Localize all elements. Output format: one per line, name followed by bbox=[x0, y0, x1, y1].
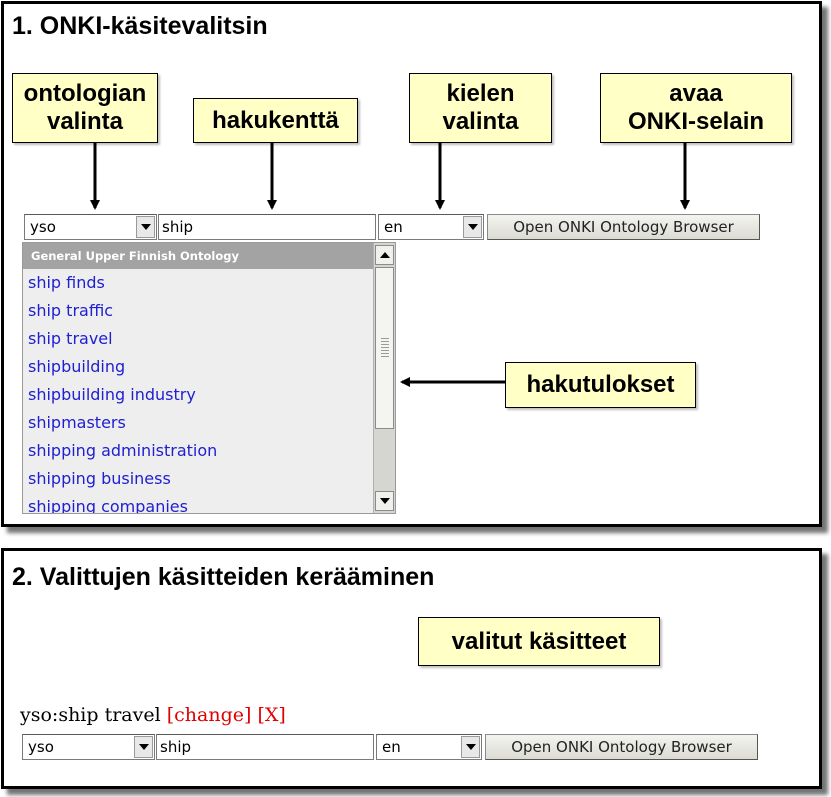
callout-ontology-line1: ontologian bbox=[23, 80, 147, 107]
results-list: ship finds ship traffic ship travel ship… bbox=[23, 269, 373, 514]
language-select-value: en bbox=[384, 218, 403, 236]
result-item[interactable]: ship traffic bbox=[28, 301, 114, 320]
callout-browser-line2: ONKI-selain bbox=[627, 108, 765, 135]
callout-ontology-line2: valinta bbox=[46, 108, 123, 135]
result-item[interactable]: shipbuilding industry bbox=[28, 385, 196, 404]
chevron-down-icon[interactable] bbox=[463, 216, 482, 238]
open-ontology-browser-button[interactable]: Open ONKI Ontology Browser bbox=[487, 214, 760, 240]
ontology-select-value: yso bbox=[30, 218, 56, 236]
grip-icon bbox=[381, 338, 389, 358]
language-select-2[interactable]: en bbox=[376, 734, 482, 760]
callout-selected-concepts-label: valitut käsitteet bbox=[451, 627, 627, 655]
result-item[interactable]: shipping business bbox=[28, 469, 171, 488]
search-results-dropdown: General Upper Finnish Ontology ship find… bbox=[22, 242, 396, 514]
scroll-up-arrow-icon[interactable] bbox=[375, 245, 394, 265]
remove-link[interactable]: [X] bbox=[257, 704, 286, 726]
callout-language-selection: kielen valinta bbox=[409, 73, 552, 143]
ontology-select[interactable]: yso bbox=[24, 214, 157, 240]
search-input[interactable] bbox=[158, 214, 376, 240]
section2-title: 2. Valittujen käsitteiden kerääminen bbox=[12, 563, 435, 591]
section1-title: 1. ONKI-käsitevalitsin bbox=[12, 12, 268, 40]
callout-search-field: hakukenttä bbox=[193, 98, 358, 143]
callout-ontology-selection: ontologian valinta bbox=[12, 73, 158, 143]
callout-selected-concepts: valitut käsitteet bbox=[418, 617, 660, 666]
chevron-down-icon[interactable] bbox=[136, 216, 155, 238]
chevron-down-icon[interactable] bbox=[134, 736, 153, 758]
selected-concept-label: yso:ship travel bbox=[20, 704, 161, 726]
results-group-header: General Upper Finnish Ontology bbox=[23, 243, 373, 269]
callout-browser-line1: avaa bbox=[669, 80, 723, 107]
results-scrollbar[interactable] bbox=[373, 243, 395, 513]
chevron-down-icon[interactable] bbox=[461, 736, 480, 758]
result-item[interactable]: shipmasters bbox=[28, 413, 126, 432]
language-select[interactable]: en bbox=[378, 214, 484, 240]
callout-language-line1: kielen bbox=[446, 80, 515, 107]
ontology-select-2[interactable]: yso bbox=[22, 734, 155, 760]
selected-concept-row: yso:ship travel [change] [X] bbox=[20, 704, 286, 726]
result-item[interactable]: shipbuilding bbox=[28, 357, 126, 376]
change-link[interactable]: [change] bbox=[166, 704, 252, 726]
result-item[interactable]: ship travel bbox=[28, 329, 113, 348]
ontology-select-2-value: yso bbox=[28, 738, 54, 756]
open-ontology-browser-button-2[interactable]: Open ONKI Ontology Browser bbox=[485, 734, 758, 760]
scroll-down-arrow-icon[interactable] bbox=[375, 491, 394, 511]
callout-open-browser: avaa ONKI-selain bbox=[600, 73, 792, 143]
language-select-2-value: en bbox=[382, 738, 401, 756]
callout-search-results-label: hakutulokset bbox=[526, 371, 675, 398]
callout-search-results: hakutulokset bbox=[505, 362, 696, 408]
callout-language-line2: valinta bbox=[442, 108, 519, 135]
scrollbar-thumb[interactable] bbox=[375, 267, 394, 429]
callout-search-field-label: hakukenttä bbox=[212, 106, 339, 134]
search-input-2[interactable] bbox=[156, 734, 374, 760]
result-item[interactable]: shipping companies bbox=[28, 497, 188, 514]
result-item[interactable]: ship finds bbox=[28, 273, 105, 292]
result-item[interactable]: shipping administration bbox=[28, 441, 218, 460]
